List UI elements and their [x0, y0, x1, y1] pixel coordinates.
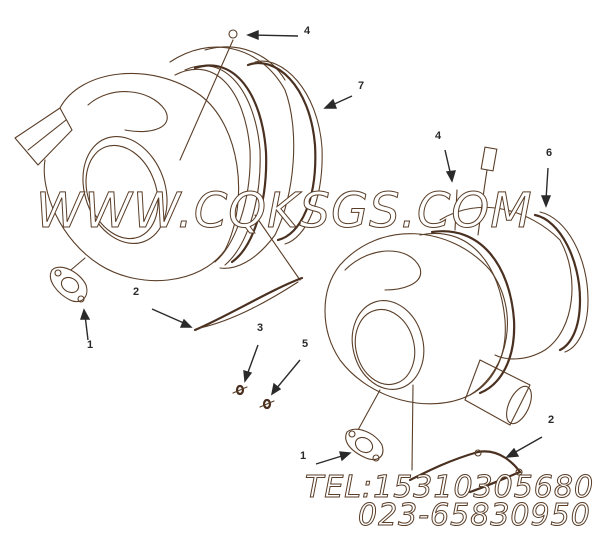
right-turbocharger — [324, 146, 589, 471]
left-turbocharger — [14, 39, 323, 282]
callout-5: 5 — [302, 338, 309, 350]
callout-6: 6 — [546, 147, 553, 159]
callout-arrows — [80, 29, 552, 465]
watermark-url: WWW.CQKSGS.COM — [36, 183, 533, 240]
callout-1-left: 1 — [87, 339, 94, 351]
callout-4-right: 4 — [435, 130, 442, 142]
left-small-parts — [50, 29, 304, 410]
right-small-parts — [345, 428, 523, 494]
callout-4-top: 4 — [304, 25, 311, 37]
callout-2-left: 2 — [133, 286, 140, 298]
callout-1-right: 1 — [300, 450, 307, 462]
callout-3: 3 — [257, 322, 264, 334]
callout-7: 7 — [358, 80, 365, 92]
watermark-tel: TEL:15310305680 — [304, 470, 595, 506]
callout-2-right: 2 — [548, 414, 555, 426]
watermark-phone: 023-65830950 — [358, 498, 591, 534]
